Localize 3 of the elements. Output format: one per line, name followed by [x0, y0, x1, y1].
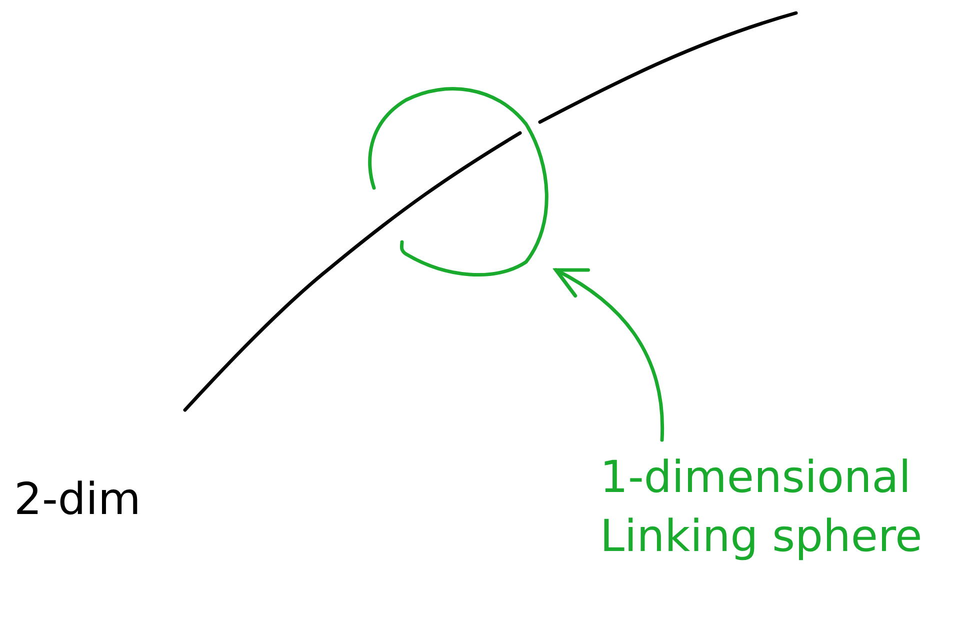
leader-arrow — [554, 268, 664, 442]
annotation-text: 1-dimensional Linking sphere — [600, 448, 972, 567]
curve-label: 2-dim — [14, 473, 141, 527]
